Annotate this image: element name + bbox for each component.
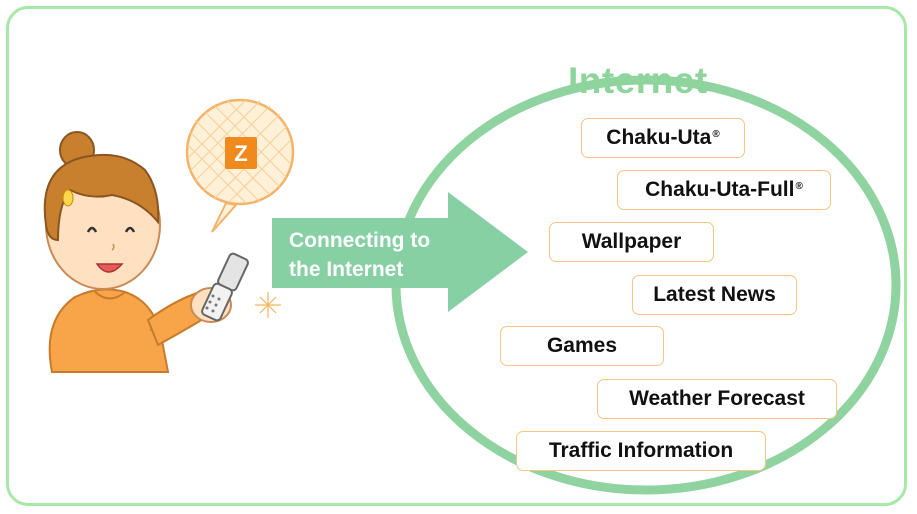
registered-mark: ® xyxy=(795,180,803,192)
service-traffic-information: Traffic Information xyxy=(516,431,766,471)
service-chaku-uta-full: Chaku-Uta-Full® xyxy=(617,170,831,210)
internet-title: Internet xyxy=(568,60,708,101)
svg-text:Z: Z xyxy=(234,141,247,166)
z-app-icon: Z xyxy=(225,137,257,169)
service-wallpaper: Wallpaper xyxy=(549,222,714,262)
service-label: Weather Forecast xyxy=(629,387,805,410)
service-latest-news: Latest News xyxy=(632,275,797,315)
flip-phone xyxy=(201,252,249,322)
connecting-label-line2: the Internet xyxy=(289,258,404,281)
service-label: Chaku-Uta xyxy=(606,126,712,149)
service-label: Traffic Information xyxy=(548,439,734,462)
service-label: Games xyxy=(546,334,618,357)
service-label: Wallpaper xyxy=(581,230,682,253)
connecting-arrow xyxy=(272,192,528,312)
service-games: Games xyxy=(500,326,664,366)
connecting-label-line1: Connecting to xyxy=(289,229,431,252)
registered-mark: ® xyxy=(712,128,720,140)
connecting-label: Connecting to the Internet xyxy=(289,226,430,284)
service-chaku-uta: Chaku-Uta® xyxy=(581,118,745,158)
service-label: Latest News xyxy=(653,283,776,306)
sparkle-icon xyxy=(255,292,281,318)
service-weather-forecast: Weather Forecast xyxy=(597,379,837,419)
girl-with-phone xyxy=(43,131,281,373)
service-label: Chaku-Uta-Full xyxy=(645,178,795,201)
speech-bubble: Z xyxy=(185,98,295,233)
